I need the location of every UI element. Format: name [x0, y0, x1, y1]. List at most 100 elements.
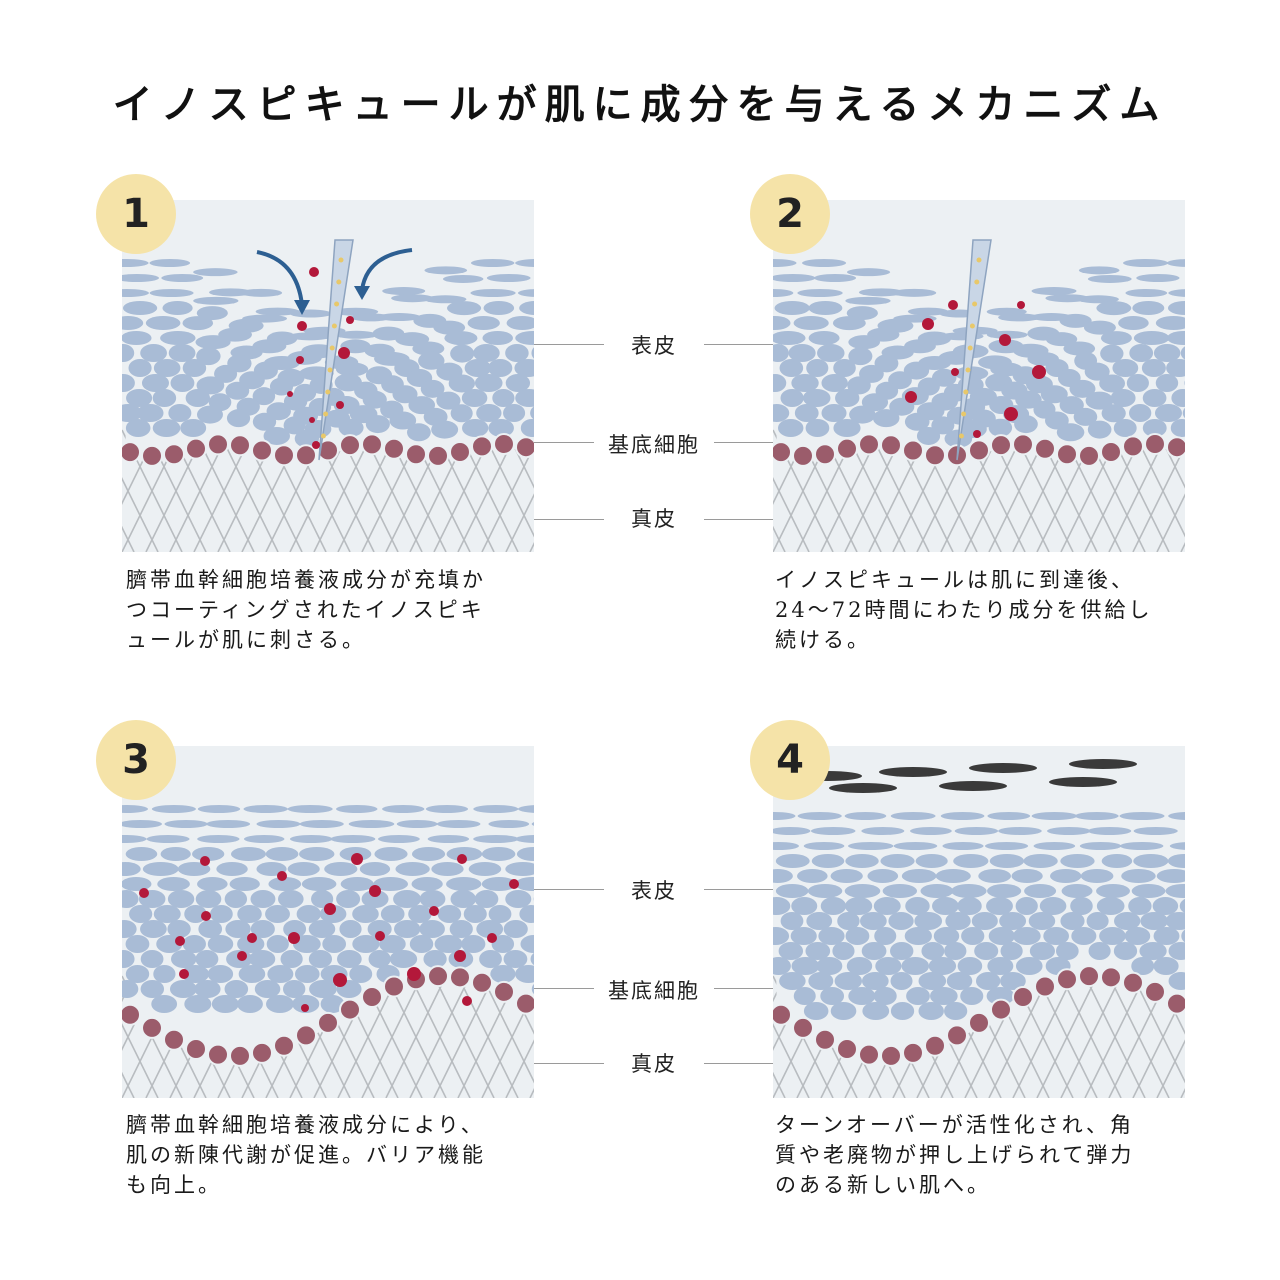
epidermis-cell	[447, 301, 482, 316]
epidermis-cell	[773, 812, 796, 820]
epidermis-cell	[490, 965, 516, 983]
epidermis-cell	[211, 995, 239, 1013]
epidermis-cell	[425, 805, 469, 813]
epidermis-cell	[151, 995, 178, 1013]
epidermis-cell	[890, 972, 913, 990]
epidermis-cell	[1015, 957, 1043, 975]
ingredient-particle	[175, 936, 185, 946]
ingredient-coating	[976, 257, 982, 263]
epidermis-cell	[1060, 854, 1095, 868]
epidermis-cell	[1180, 346, 1185, 360]
epidermis-cell	[803, 389, 831, 407]
epidermis-cell	[988, 927, 1015, 945]
ingredient-coating	[967, 345, 973, 351]
basal-cell	[1034, 437, 1056, 460]
epidermis-cell	[816, 957, 843, 975]
epidermis-cell	[467, 316, 500, 330]
epidermis-cell	[906, 987, 930, 1005]
epidermis-cell	[153, 359, 181, 377]
epidermis-cell	[436, 820, 481, 828]
epidermis-cell	[336, 890, 361, 908]
epidermis-cell	[169, 980, 197, 998]
arrow-head-left	[294, 300, 310, 315]
epidermis-cell	[1128, 897, 1152, 915]
epidermis-cell	[168, 404, 192, 422]
epidermis-cell	[888, 912, 914, 930]
ingredient-coating	[965, 367, 971, 373]
basal-cell	[858, 433, 880, 456]
epidermis-cell	[1166, 331, 1185, 345]
epidermis-cell	[283, 920, 307, 938]
ingredient-coating	[336, 279, 342, 285]
epidermis-cell	[933, 927, 960, 945]
epidermis-cell	[975, 972, 1001, 990]
epidermis-cell	[463, 905, 487, 923]
epidermis-cell	[122, 980, 139, 998]
epidermis-cell	[299, 820, 344, 828]
epidermis-cell	[1074, 812, 1119, 820]
epidermis-cell	[182, 935, 206, 953]
basal-cell	[515, 436, 534, 459]
step-2-diagram	[773, 200, 1185, 552]
step-4-badge: 4	[750, 720, 830, 800]
epidermis-cell	[488, 905, 512, 923]
epidermis-cell	[1155, 316, 1185, 330]
ingredient-particle	[999, 334, 1011, 346]
epidermis-cell	[207, 965, 234, 983]
epidermis-cell	[1122, 259, 1169, 267]
epidermis-cell	[380, 905, 405, 923]
basal-cell	[361, 433, 383, 456]
epidermis-cell	[137, 404, 164, 422]
epidermis-cell	[1119, 842, 1164, 850]
epidermis-cell	[918, 972, 947, 990]
epidermis-cell	[1142, 389, 1167, 407]
epidermis-cell	[1118, 316, 1149, 330]
epidermis-cell	[1096, 884, 1130, 898]
epidermis-cell	[126, 389, 153, 407]
epidermis-cell	[916, 426, 941, 445]
epidermis-cell	[808, 301, 843, 315]
epidermis-cell	[1086, 912, 1109, 930]
epidermis-cell	[377, 313, 421, 322]
epidermis-cell	[903, 361, 930, 380]
epidermis-cell	[483, 301, 515, 315]
epidermis-cell	[196, 347, 221, 366]
basal-cell	[471, 971, 493, 994]
step-4-diagram	[773, 746, 1185, 1098]
epidermis-cell	[308, 950, 333, 968]
epidermis-cell	[779, 972, 806, 990]
epidermis-cell	[920, 884, 954, 898]
epidermis-cell	[474, 374, 503, 392]
step-3-caption: 臍帯血幹細胞培養液成分により、 肌の新陳代謝が促進。バリア機能 も向上。	[126, 1113, 486, 1197]
epidermis-cell	[862, 1002, 890, 1020]
basal-cell	[1056, 443, 1078, 466]
basal-cell	[880, 1044, 902, 1067]
epidermis-cell	[266, 995, 294, 1013]
epidermis-cell	[198, 920, 223, 938]
epidermis-cell	[1023, 854, 1058, 868]
epidermis-cell	[243, 835, 285, 843]
skin-cross-section-1	[122, 239, 534, 552]
epidermis-cell	[488, 359, 513, 377]
epidermis-cell	[807, 884, 843, 898]
epidermis-cell	[1039, 897, 1067, 915]
epidermis-cell	[160, 847, 191, 861]
epidermis-cell	[515, 877, 534, 891]
epidermis-cell	[196, 376, 225, 395]
basal-cell	[792, 444, 814, 467]
ingredient-particle	[312, 441, 320, 449]
epidermis-cell	[505, 890, 532, 908]
ingredient-particle	[301, 1004, 309, 1012]
basal-cell	[968, 439, 990, 462]
epidermis-cell	[820, 987, 845, 1005]
epidermis-cell	[167, 890, 195, 908]
epidermis-cell	[905, 897, 930, 915]
ingredient-particle	[462, 996, 472, 1006]
epidermis-cell	[145, 316, 181, 330]
epidermis-cell	[821, 404, 847, 422]
epidermis-cell	[280, 950, 303, 968]
epidermis-cell	[830, 869, 863, 883]
epidermis-cell	[168, 344, 196, 362]
epidermis-cell	[336, 950, 362, 968]
epidermis-cell	[935, 869, 971, 883]
